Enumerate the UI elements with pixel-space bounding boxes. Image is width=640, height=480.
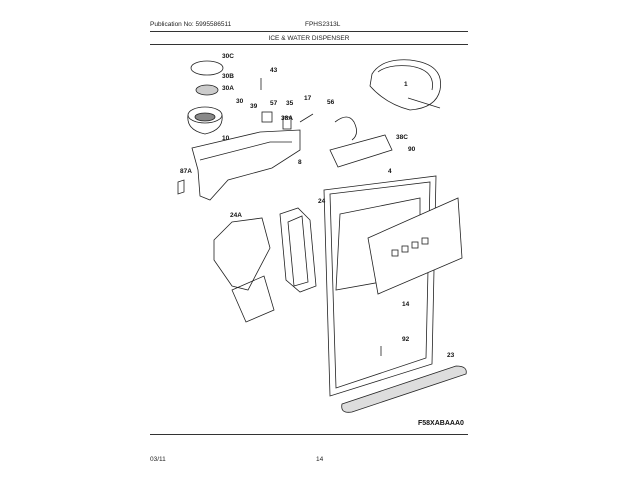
callout-39: 39 <box>250 103 258 110</box>
callout-23: 23 <box>447 352 455 359</box>
part-30b-filter <box>195 84 219 96</box>
footer-date: 03/11 <box>150 456 166 463</box>
part-24-paddle <box>279 207 317 293</box>
callout-57: 57 <box>270 100 278 107</box>
page-number: 14 <box>316 456 324 463</box>
part-38a-switch <box>282 116 292 130</box>
callout-35: 35 <box>286 100 294 107</box>
callout-10: 10 <box>222 135 230 142</box>
part-56-tube <box>334 116 357 141</box>
callout-30a: 30A <box>222 85 234 92</box>
footer-rule <box>150 434 468 435</box>
callout-38c: 38C <box>396 134 408 141</box>
part-24a-chute <box>213 217 271 291</box>
control-panel-overlay <box>367 197 463 295</box>
callout-87a: 87A <box>180 168 192 175</box>
callout-24a: 24A <box>230 212 242 219</box>
header-rule-top <box>150 31 468 32</box>
callout-43: 43 <box>270 67 278 74</box>
model-number: FPHS2313L <box>305 21 341 28</box>
figure-code: F58XABAAA0 <box>418 420 464 427</box>
callout-1: 1 <box>404 81 408 88</box>
part-57-switch <box>261 111 273 123</box>
section-title: ICE & WATER DISPENSER <box>268 35 350 42</box>
callout-14: 14 <box>402 301 410 308</box>
callout-56: 56 <box>327 99 335 106</box>
part-1-tubing <box>369 59 442 111</box>
part-87a-bracket <box>177 179 185 195</box>
publication-number: Publication No: 5995586511 <box>150 21 232 28</box>
callout-17: 17 <box>304 95 312 102</box>
callout-38a: 38A <box>281 115 293 122</box>
callout-8: 8 <box>298 159 302 166</box>
callout-90: 90 <box>408 146 416 153</box>
part-30c-gasket <box>190 60 224 76</box>
part-38c-board <box>329 134 393 168</box>
callout-92: 92 <box>402 336 410 343</box>
part-4-frame <box>323 175 437 397</box>
callout-30: 30 <box>236 98 244 105</box>
header-rule-bottom <box>150 44 468 45</box>
callout-30c: 30C <box>222 53 234 60</box>
part-23-drip-tray <box>341 365 467 413</box>
callout-4: 4 <box>388 168 392 175</box>
part-17-wire <box>299 113 314 123</box>
callout-24: 24 <box>318 198 326 205</box>
part-8-bracket <box>191 129 301 201</box>
callout-30b: 30B <box>222 73 234 80</box>
